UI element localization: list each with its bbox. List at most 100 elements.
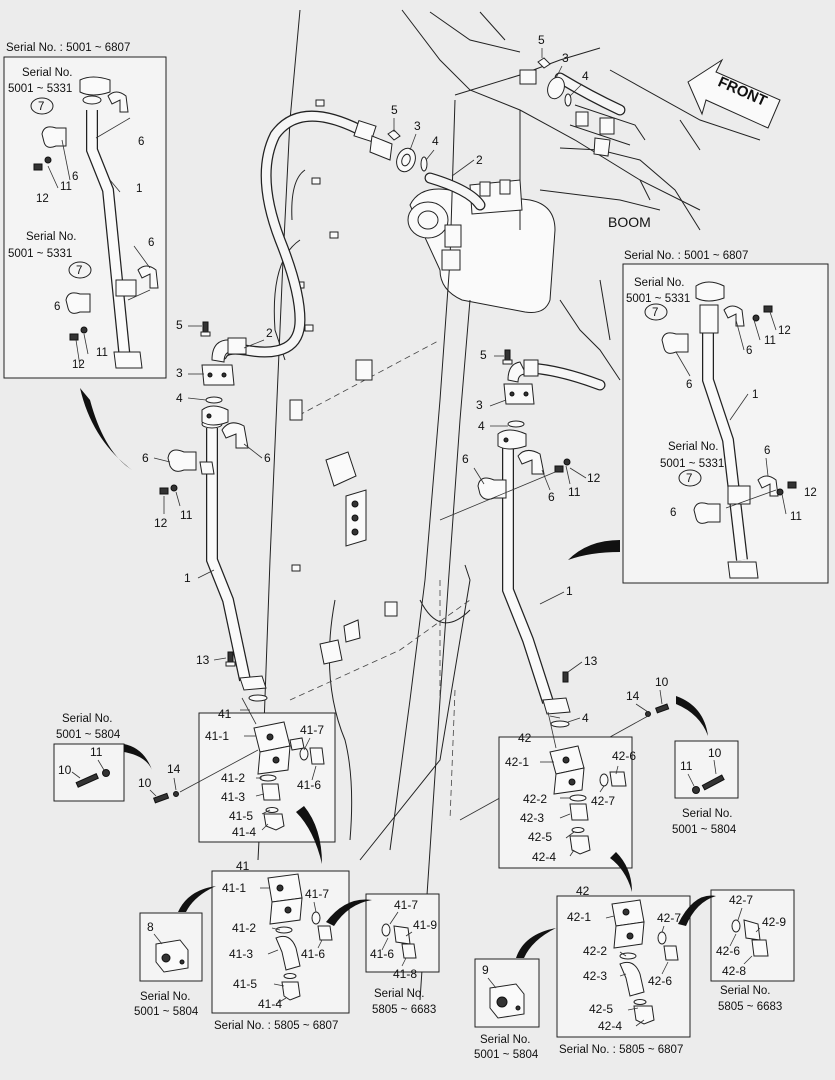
part-3: 3 [414,119,421,133]
part-4: 4 [478,419,485,433]
part-42-1: 42-1 [505,755,529,769]
leader-line [547,711,557,749]
part-5: 5 [391,103,398,117]
fitting-42-7-9-detail: 42-7 42-9 42-6 42-8 Serial No. 5805 ~ 66… [710,889,795,1013]
part-41-4: 41-4 [232,825,256,839]
part-14: 14 [167,762,181,776]
part-41-3: 41-3 [229,947,253,961]
serial-range: 5001 ~ 5804 [56,729,121,741]
part-41: 41 [236,859,250,873]
part-1: 1 [184,571,191,585]
part-11: 11 [790,511,802,523]
part-3: 3 [476,398,483,412]
part-7: 7 [652,307,658,319]
part-12: 12 [587,471,601,485]
part-42-3: 42-3 [583,969,607,983]
part-2: 2 [266,326,273,340]
part-10: 10 [655,675,669,689]
part-9: 9 [482,963,489,977]
part-5: 5 [538,33,545,47]
callout-arrow [80,388,132,470]
part-41-7: 41-7 [305,887,329,901]
part-42-6: 42-6 [716,944,740,958]
part-12: 12 [72,359,85,371]
part-42-8: 42-8 [722,964,746,978]
part-6: 6 [670,507,676,519]
detail-box-top-left: Serial No. : 5001 ~ 6807 Serial No. 5001… [3,42,167,379]
part-41-9: 41-9 [413,918,437,932]
serial-range: 5001 ~ 5331 [626,293,690,305]
part-11: 11 [180,508,193,522]
part-6: 6 [764,445,770,457]
part-42-6: 42-6 [612,749,636,763]
part-11: 11 [764,335,776,347]
part-42-1: 42-1 [567,910,591,924]
callout-arrow [178,886,216,912]
callout-arrow [124,744,152,770]
part-6: 6 [54,301,60,313]
part-42-2: 42-2 [583,944,607,958]
part-10: 10 [138,776,152,790]
part-41-3: 41-3 [221,790,245,804]
serial-range: 5001 ~ 5331 [660,458,724,470]
block-41-detail: 41 41-1 41-7 41-2 41-6 41-3 41-5 41-4 [198,707,336,843]
part-12: 12 [804,487,817,499]
part-41-7: 41-7 [300,723,324,737]
serial-label: Serial No. [140,991,191,1003]
serial-range: 5001 ~ 5804 [474,1049,539,1061]
serial-range: 5001 ~ 5331 [8,83,72,95]
serial-box-left-5001-5804: Serial No. 5001 ~ 5804 11 10 [53,713,125,802]
part-41-6: 41-6 [301,947,325,961]
part-6: 6 [72,171,78,183]
part-42-7: 42-7 [591,794,615,808]
part-42-9: 42-9 [762,915,786,929]
part-3: 3 [176,366,183,380]
part-4: 4 [582,69,589,83]
part-42-5: 42-5 [589,1002,613,1016]
part-41-4: 41-4 [258,997,282,1011]
part-13: 13 [584,654,598,668]
boom-structure [257,9,761,1001]
serial-range: 5805 ~ 6683 [718,1001,782,1013]
serial-label: Serial No. : 5805 ~ 6807 [559,1044,683,1056]
serial-range: 5001 ~ 5331 [8,248,72,260]
serial-range: 5001 ~ 5804 [672,824,737,836]
part-42-5: 42-5 [528,830,552,844]
part-42-2: 42-2 [523,792,547,806]
pipe-1-left [167,321,267,691]
part-41-2: 41-2 [232,921,256,935]
bolt-10-14-left: 10 14 [138,749,259,804]
part-6: 6 [686,379,692,391]
serial-label: Serial No. [682,808,733,820]
callout-arrow [326,899,372,926]
part-4: 4 [582,711,589,725]
part-41: 41 [218,707,232,721]
block-42-new-detail: 42 42-1 42-7 42-2 42-3 42-6 42-5 42-4 Se… [556,884,691,1056]
part-41-6: 41-6 [297,778,321,792]
part-41-8: 41-8 [393,967,417,981]
part-42-3: 42-3 [520,811,544,825]
part-14: 14 [626,689,640,703]
part-41-6: 41-6 [370,947,394,961]
part-1: 1 [752,389,758,401]
serial-label: Serial No. : 5805 ~ 6807 [214,1020,338,1032]
part-6: 6 [138,136,144,148]
part-11: 11 [96,347,108,359]
part-11: 11 [60,181,72,193]
part-42: 42 [518,731,532,745]
serial-label: Serial No. [62,713,113,725]
leader-line [241,697,257,725]
serial-label: Serial No. [634,277,685,289]
part-6: 6 [548,490,555,504]
part-10: 10 [58,763,72,777]
callout-arrow [676,696,708,736]
part-11: 11 [680,759,693,773]
part-6: 6 [142,451,149,465]
part-41-5: 41-5 [229,809,253,823]
part-6: 6 [264,451,271,465]
block-41-new-detail: 41 41-1 41-7 41-2 41-3 41-6 41-5 41-4 Se… [211,859,350,1032]
part-12: 12 [36,193,49,205]
serial-range: 5805 ~ 6683 [372,1004,436,1016]
part-42-4: 42-4 [532,850,556,864]
